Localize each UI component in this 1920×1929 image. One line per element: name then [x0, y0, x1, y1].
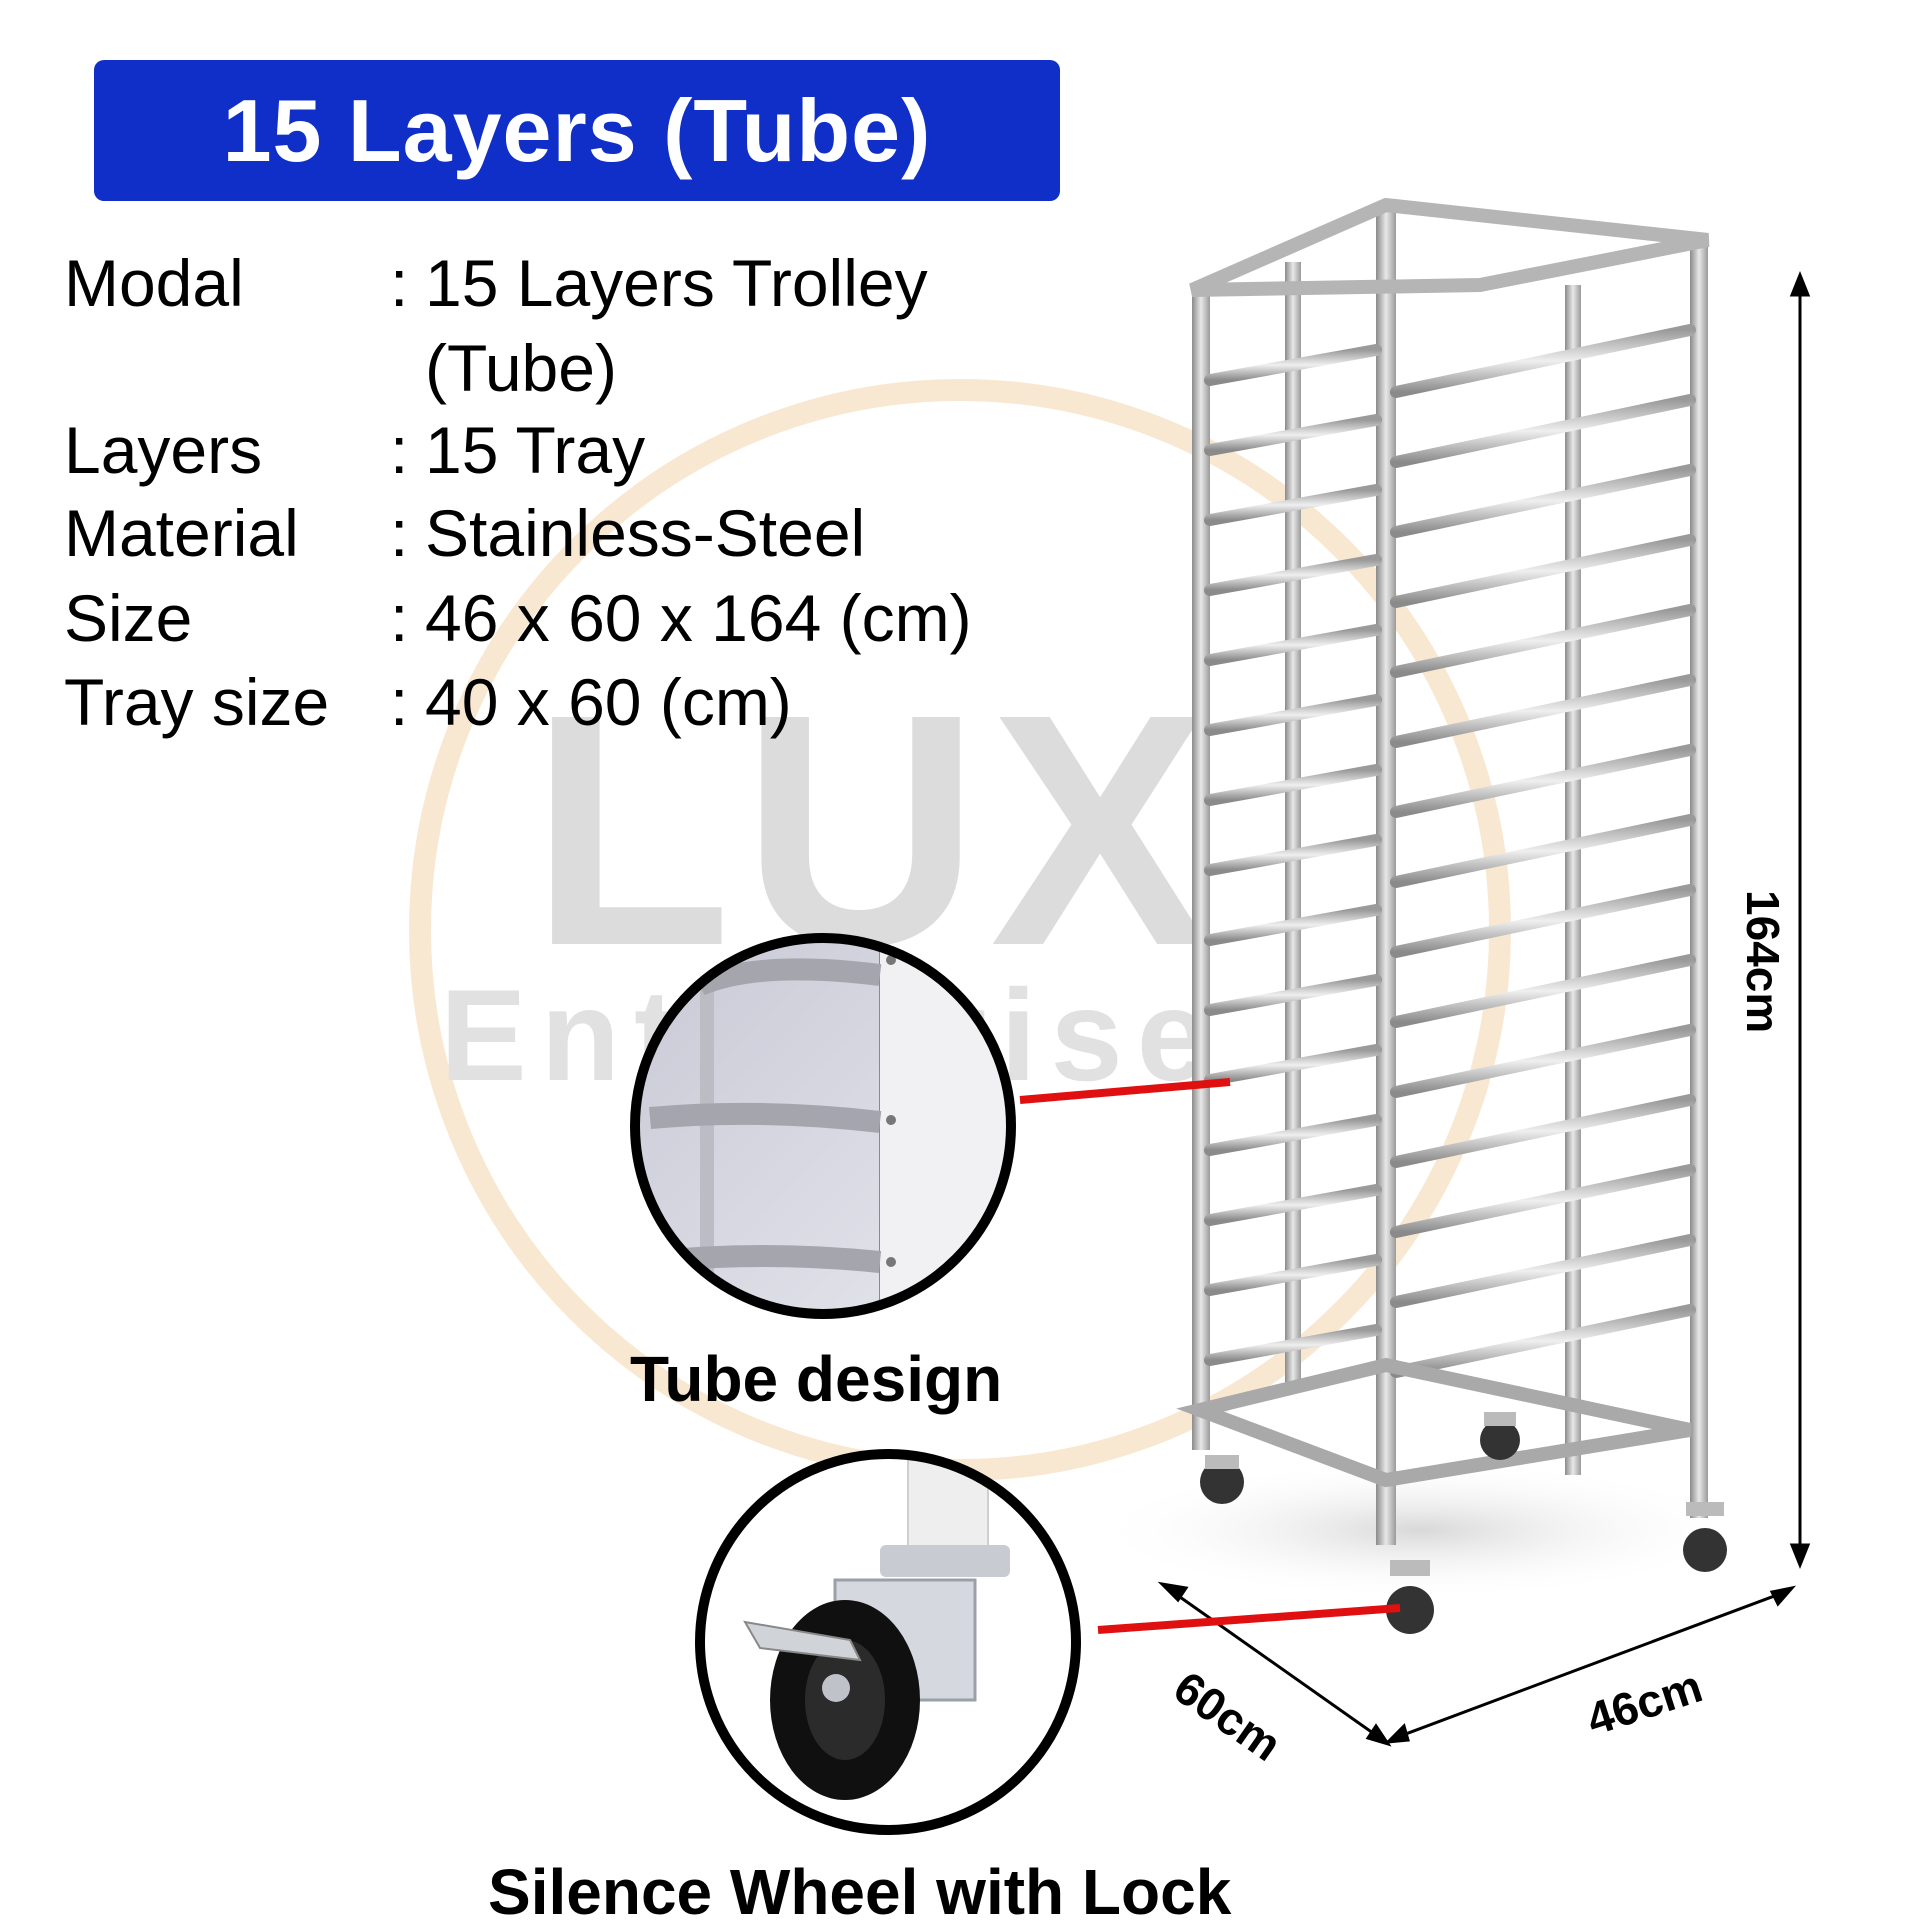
spec-label-size: Size — [64, 581, 193, 655]
wheels — [1200, 1412, 1727, 1634]
spec-value-layers: 15 Tray — [425, 413, 646, 487]
spec-label-layers: Layers — [64, 413, 263, 487]
callout-line-tube — [1019, 1078, 1231, 1104]
dimension-height-label: 164cm — [1737, 890, 1789, 1034]
spec-value-size: 46 x 60 x 164 (cm) — [425, 581, 972, 655]
title-banner: 15 Layers (Tube) — [94, 60, 1060, 201]
tray-runners — [1204, 324, 1696, 1378]
caption-wheel: Silence Wheel with Lock — [488, 1856, 1232, 1928]
spec-label-material: Material — [64, 496, 299, 570]
spec-separator: : — [390, 581, 409, 655]
dimension-lines — [1157, 270, 1811, 1747]
spec-separator: : — [390, 496, 409, 570]
post-mid-right — [1690, 238, 1708, 1518]
post-back-right — [1565, 285, 1581, 1475]
post-back-left — [1285, 262, 1301, 1382]
top-frame — [1189, 197, 1710, 297]
spec-value-material: Stainless-Steel — [425, 496, 866, 570]
spec-label-tray-size: Tray size — [64, 665, 330, 739]
page-title: 15 Layers (Tube) — [222, 80, 932, 180]
spec-label-modal: Modal — [64, 246, 244, 320]
floor-shadow — [1090, 1460, 1750, 1600]
spec-separator: : — [390, 665, 409, 739]
spec-value-tray-size: 40 x 60 (cm) — [425, 665, 792, 739]
bottom-frame — [1176, 1357, 1692, 1488]
spec-separator: : — [390, 246, 409, 320]
post-front-left — [1192, 290, 1210, 1450]
spec-value-modal: 15 Layers Trolley — [425, 246, 928, 320]
post-front-right — [1376, 205, 1396, 1545]
caption-tube-design: Tube design — [630, 1343, 1003, 1415]
spec-separator: : — [390, 413, 409, 487]
callout-line-wheel — [1097, 1604, 1401, 1634]
spec-value-modal-line2: (Tube) — [425, 331, 617, 405]
